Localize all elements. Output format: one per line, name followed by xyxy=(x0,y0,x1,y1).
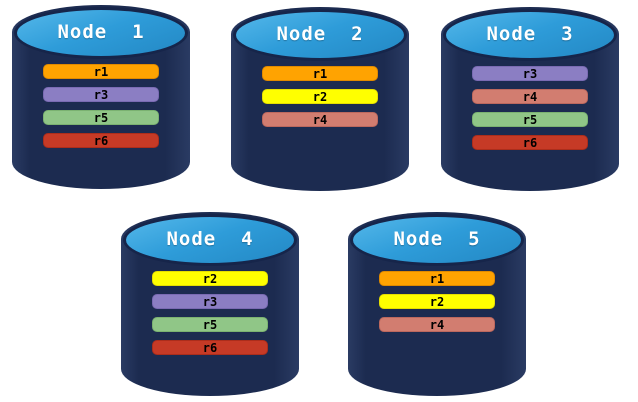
replica-bar: r4 xyxy=(262,112,378,127)
node-label: Node 4 xyxy=(166,228,254,250)
replica-bar: r2 xyxy=(262,89,378,104)
replica-list: r1 r3 r5 r6 xyxy=(43,64,159,148)
node-label: Node 3 xyxy=(486,23,574,45)
replica-bar: r2 xyxy=(379,294,495,309)
node-label: Node 5 xyxy=(393,228,481,250)
replica-bar: r6 xyxy=(43,133,159,148)
node-2-cylinder: Node 2 r1 r2 r4 xyxy=(231,7,409,191)
replica-bar: r2 xyxy=(152,271,268,286)
replica-bar: r5 xyxy=(152,317,268,332)
node-4-cylinder: Node 4 r2 r3 r5 r6 xyxy=(121,212,299,396)
replica-bar: r4 xyxy=(379,317,495,332)
cylinder-top-ellipse: Node 5 xyxy=(350,214,524,266)
cylinder-top-ellipse: Node 1 xyxy=(14,7,188,59)
node-3-cylinder: Node 3 r3 r4 r5 r6 xyxy=(441,7,619,191)
node-5-cylinder: Node 5 r1 r2 r4 xyxy=(348,212,526,396)
replica-bar: r1 xyxy=(262,66,378,81)
replica-bar: r6 xyxy=(152,340,268,355)
cylinder-top-ellipse: Node 2 xyxy=(233,9,407,61)
replica-bar: r6 xyxy=(472,135,588,150)
replica-bar: r3 xyxy=(43,87,159,102)
replica-bar: r3 xyxy=(472,66,588,81)
replica-list: r3 r4 r5 r6 xyxy=(472,66,588,150)
replica-list: r1 r2 r4 xyxy=(379,271,495,332)
replica-bar: r1 xyxy=(43,64,159,79)
node-1-cylinder: Node 1 r1 r3 r5 r6 xyxy=(12,5,190,189)
replica-bar: r5 xyxy=(43,110,159,125)
replica-bar: r3 xyxy=(152,294,268,309)
cylinder-top-ellipse: Node 3 xyxy=(443,9,617,61)
cylinder-top-ellipse: Node 4 xyxy=(123,214,297,266)
node-label: Node 2 xyxy=(276,23,364,45)
replica-bar: r1 xyxy=(379,271,495,286)
replica-bar: r5 xyxy=(472,112,588,127)
replica-bar: r4 xyxy=(472,89,588,104)
replica-list: r2 r3 r5 r6 xyxy=(152,271,268,355)
replica-list: r1 r2 r4 xyxy=(262,66,378,127)
node-label: Node 1 xyxy=(57,21,145,43)
